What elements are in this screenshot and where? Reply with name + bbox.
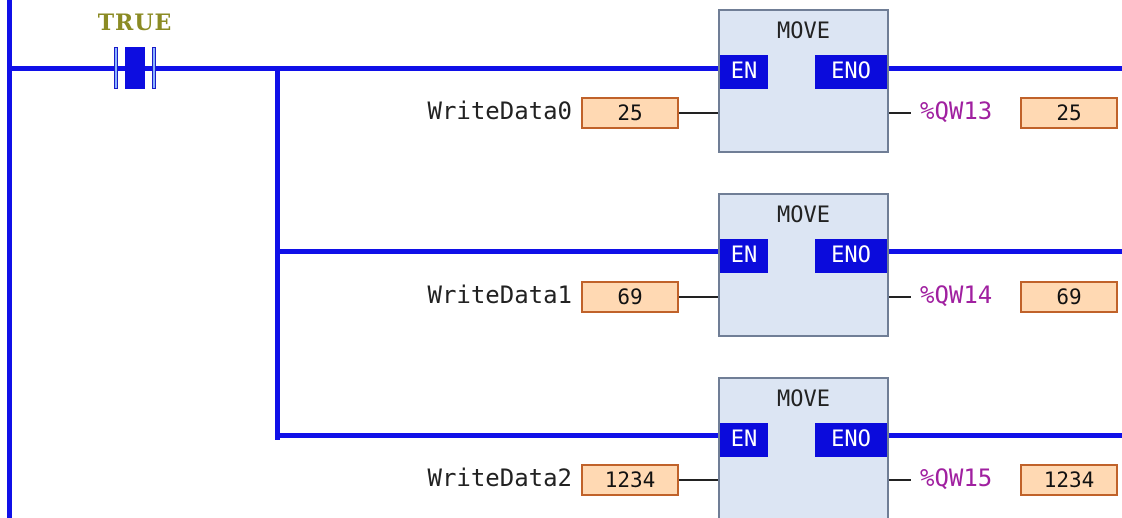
block-title: MOVE: [777, 387, 830, 412]
left-power-rail: [7, 0, 12, 518]
branch-wire-3: [275, 433, 718, 438]
eno-wire-1: [889, 66, 1122, 71]
input-variable-label: WriteData0: [427, 97, 573, 125]
input-variable-label: WriteData2: [427, 464, 573, 492]
en-pin: EN: [720, 239, 768, 273]
en-pin: EN: [720, 423, 768, 457]
input-value-box[interactable]: 25: [581, 97, 679, 129]
move-function-block[interactable]: MOVE EN ENO: [718, 377, 889, 518]
output-value-box[interactable]: 1234: [1020, 464, 1118, 496]
block-title: MOVE: [777, 203, 830, 228]
output-connector-line: [889, 296, 911, 298]
rung-wire-main: [7, 66, 718, 71]
contact-right-bar: [152, 47, 156, 89]
eno-wire-2: [889, 249, 1122, 254]
input-connector-line: [679, 479, 718, 481]
output-value-box[interactable]: 25: [1020, 97, 1118, 129]
move-function-block[interactable]: MOVE EN ENO: [718, 9, 889, 153]
branch-wire-2: [275, 249, 718, 254]
eno-wire-3: [889, 433, 1122, 438]
eno-pin: ENO: [815, 55, 887, 89]
en-pin: EN: [720, 55, 768, 89]
block-title: MOVE: [777, 19, 830, 44]
output-connector-line: [889, 479, 911, 481]
normally-open-contact[interactable]: [108, 47, 162, 89]
input-connector-line: [679, 112, 718, 114]
contact-left-bar: [114, 47, 118, 89]
contact-energized-fill: [125, 47, 145, 89]
output-address-label: %QW13: [920, 97, 993, 125]
input-connector-line: [679, 296, 718, 298]
input-value-box[interactable]: 69: [581, 281, 679, 313]
output-address-label: %QW14: [920, 281, 993, 309]
eno-pin: ENO: [815, 239, 887, 273]
output-address-label: %QW15: [920, 464, 993, 492]
input-value-box[interactable]: 1234: [581, 464, 679, 496]
output-value-box[interactable]: 69: [1020, 281, 1118, 313]
contact-label: TRUE: [97, 10, 173, 36]
move-function-block[interactable]: MOVE EN ENO: [718, 193, 889, 337]
input-variable-label: WriteData1: [427, 281, 573, 309]
output-connector-line: [889, 112, 911, 114]
eno-pin: ENO: [815, 423, 887, 457]
